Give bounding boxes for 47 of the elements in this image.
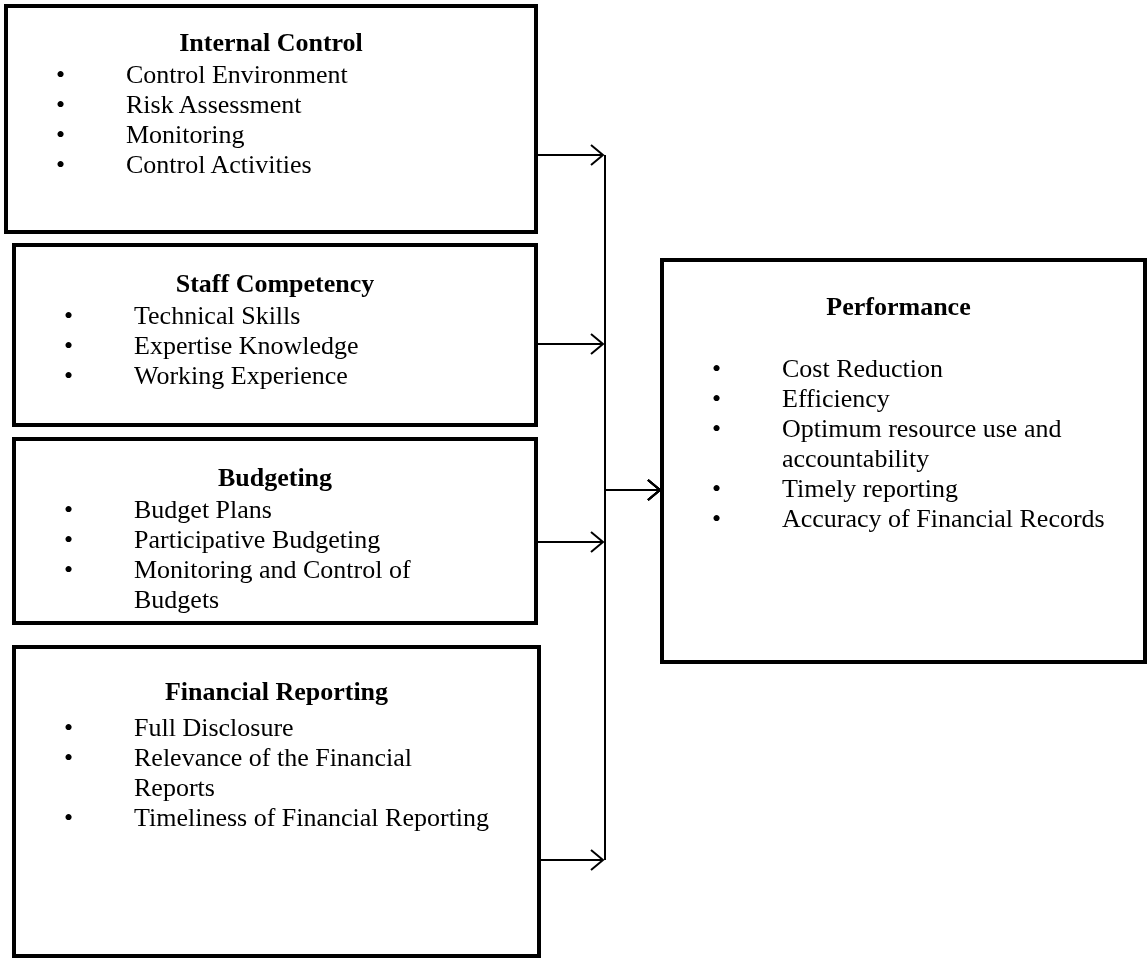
bullet-text: Technical Skills (134, 301, 302, 331)
bullet-text: Full Disclosure (134, 713, 295, 743)
arrow (540, 479, 661, 871)
bullet-marker: • (64, 331, 75, 361)
factor-box (12, 243, 538, 427)
bullet-marker: • (712, 354, 723, 384)
bullet-marker: • (64, 803, 75, 833)
bullet-marker: • (56, 90, 67, 120)
factor-box (12, 645, 541, 958)
bullet-marker: • (64, 301, 75, 331)
bullet-marker: • (712, 504, 723, 534)
bullet-text: Optimum resource use and accountability (782, 414, 1063, 474)
bullet-text: Working Experience (134, 361, 349, 391)
bullet-text: Monitoring (126, 120, 246, 150)
bullet-marker: • (64, 361, 75, 391)
bullet-marker: • (56, 60, 67, 90)
bullet-text: Efficiency (782, 384, 891, 414)
box-heading: Financial Reporting (163, 677, 390, 707)
bullet-marker: • (64, 555, 75, 585)
bullet-text: Timely reporting (782, 474, 959, 504)
bullet-marker: • (712, 414, 723, 444)
bullet-marker: • (56, 120, 67, 150)
bullet-text: Budget Plans (134, 495, 273, 525)
bullet-text: Accuracy of Financial Records (782, 504, 1106, 534)
bullet-text: Monitoring and Control of Budgets (134, 555, 412, 615)
bullet-text: Control Activities (126, 150, 313, 180)
bullet-marker: • (64, 495, 75, 525)
bullet-text: Cost Reduction (782, 354, 945, 384)
bullet-marker: • (64, 713, 75, 743)
box-heading: Staff Competency (174, 269, 376, 299)
box-heading: Budgeting (216, 463, 334, 493)
factor-box (4, 4, 538, 234)
factor-box (660, 258, 1147, 664)
factor-box (12, 437, 538, 625)
bullet-marker: • (712, 384, 723, 414)
box-heading: Internal Control (178, 28, 364, 58)
bullet-text: Timeliness of Financial Reporting (134, 803, 491, 833)
bullet-marker: • (56, 150, 67, 180)
bullet-text: Risk Assessment (126, 90, 303, 120)
bullet-text: Participative Budgeting (134, 525, 382, 555)
bullet-marker: • (64, 743, 75, 773)
bullet-text: Expertise Knowledge (134, 331, 360, 361)
box-heading: Performance (825, 292, 972, 322)
bullet-marker: • (712, 474, 723, 504)
bullet-marker: • (64, 525, 75, 555)
bullet-text: Control Environment (126, 60, 349, 90)
bullet-text: Relevance of the Financial Reports (134, 743, 413, 803)
